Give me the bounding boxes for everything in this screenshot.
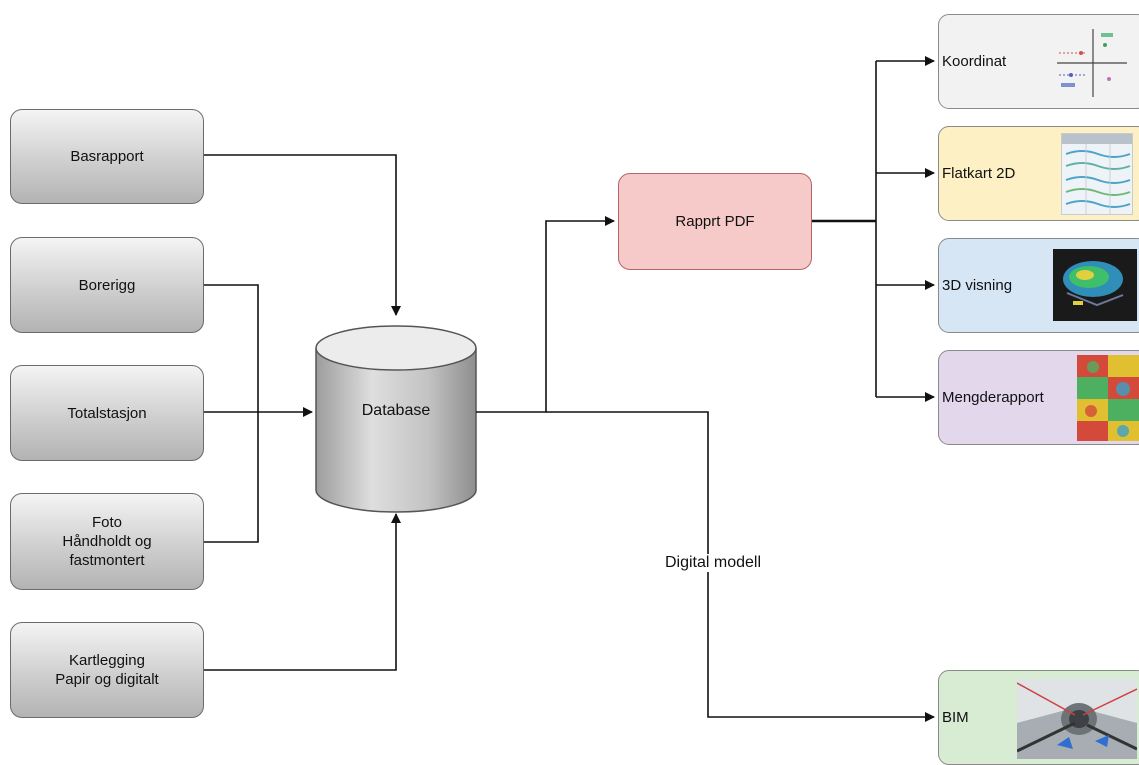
source-basrapport[interactable]: Basrapport (10, 109, 204, 204)
output-label: Flatkart 2D (942, 165, 1016, 182)
output-bim[interactable]: BIM (938, 670, 1139, 765)
source-foto[interactable]: Foto Håndholdt og fastmontert (10, 493, 204, 590)
output-flatkart-2d[interactable]: Flatkart 2D (938, 126, 1139, 221)
output-label: BIM (942, 709, 969, 726)
flat-map-thumbnail (1061, 133, 1133, 215)
coordinate-axes-thumbnail (1051, 23, 1131, 101)
edge-basrapport-database (204, 154, 401, 316)
output-label: Koordinat (942, 53, 1007, 70)
source-label: Totalstasjon (67, 404, 147, 422)
source-label: Basrapport (70, 148, 144, 165)
bim-render-thumbnail (1017, 679, 1137, 759)
database-cylinder[interactable] (315, 325, 477, 513)
report-pdf-box[interactable]: Rapprt PDF (618, 173, 812, 270)
output-koordinat[interactable]: Koordinat (938, 14, 1139, 109)
source-label: Borerigg (78, 276, 136, 294)
edge-foto-database (204, 412, 259, 543)
3d-view-thumbnail (1053, 249, 1137, 321)
output-mengderapport[interactable]: Mengderapport (938, 350, 1139, 445)
source-label: Kartlegging Papir og digitalt (55, 652, 159, 688)
source-totalstasjon[interactable]: Totalstasjon (10, 365, 204, 461)
report-label: Rapprt PDF (675, 213, 755, 230)
source-label: Foto Håndholdt og fastmontert (62, 514, 152, 569)
output-label: Mengderapport (942, 389, 1044, 406)
source-kartlegging[interactable]: Kartlegging Papir og digitalt (10, 622, 204, 718)
edge-borerigg-database (204, 284, 259, 412)
output-label: 3D visning (942, 277, 1013, 294)
database-label: Database (361, 402, 431, 419)
heatmap-thumbnail (1077, 355, 1139, 441)
output-3d-visning[interactable]: 3D visning (938, 238, 1139, 333)
digital-model-edge-label: Digital modell (628, 554, 798, 572)
edge-database-report (476, 216, 615, 413)
source-borerigg[interactable]: Borerigg (10, 237, 204, 333)
edge-kartlegging-database (204, 513, 401, 671)
